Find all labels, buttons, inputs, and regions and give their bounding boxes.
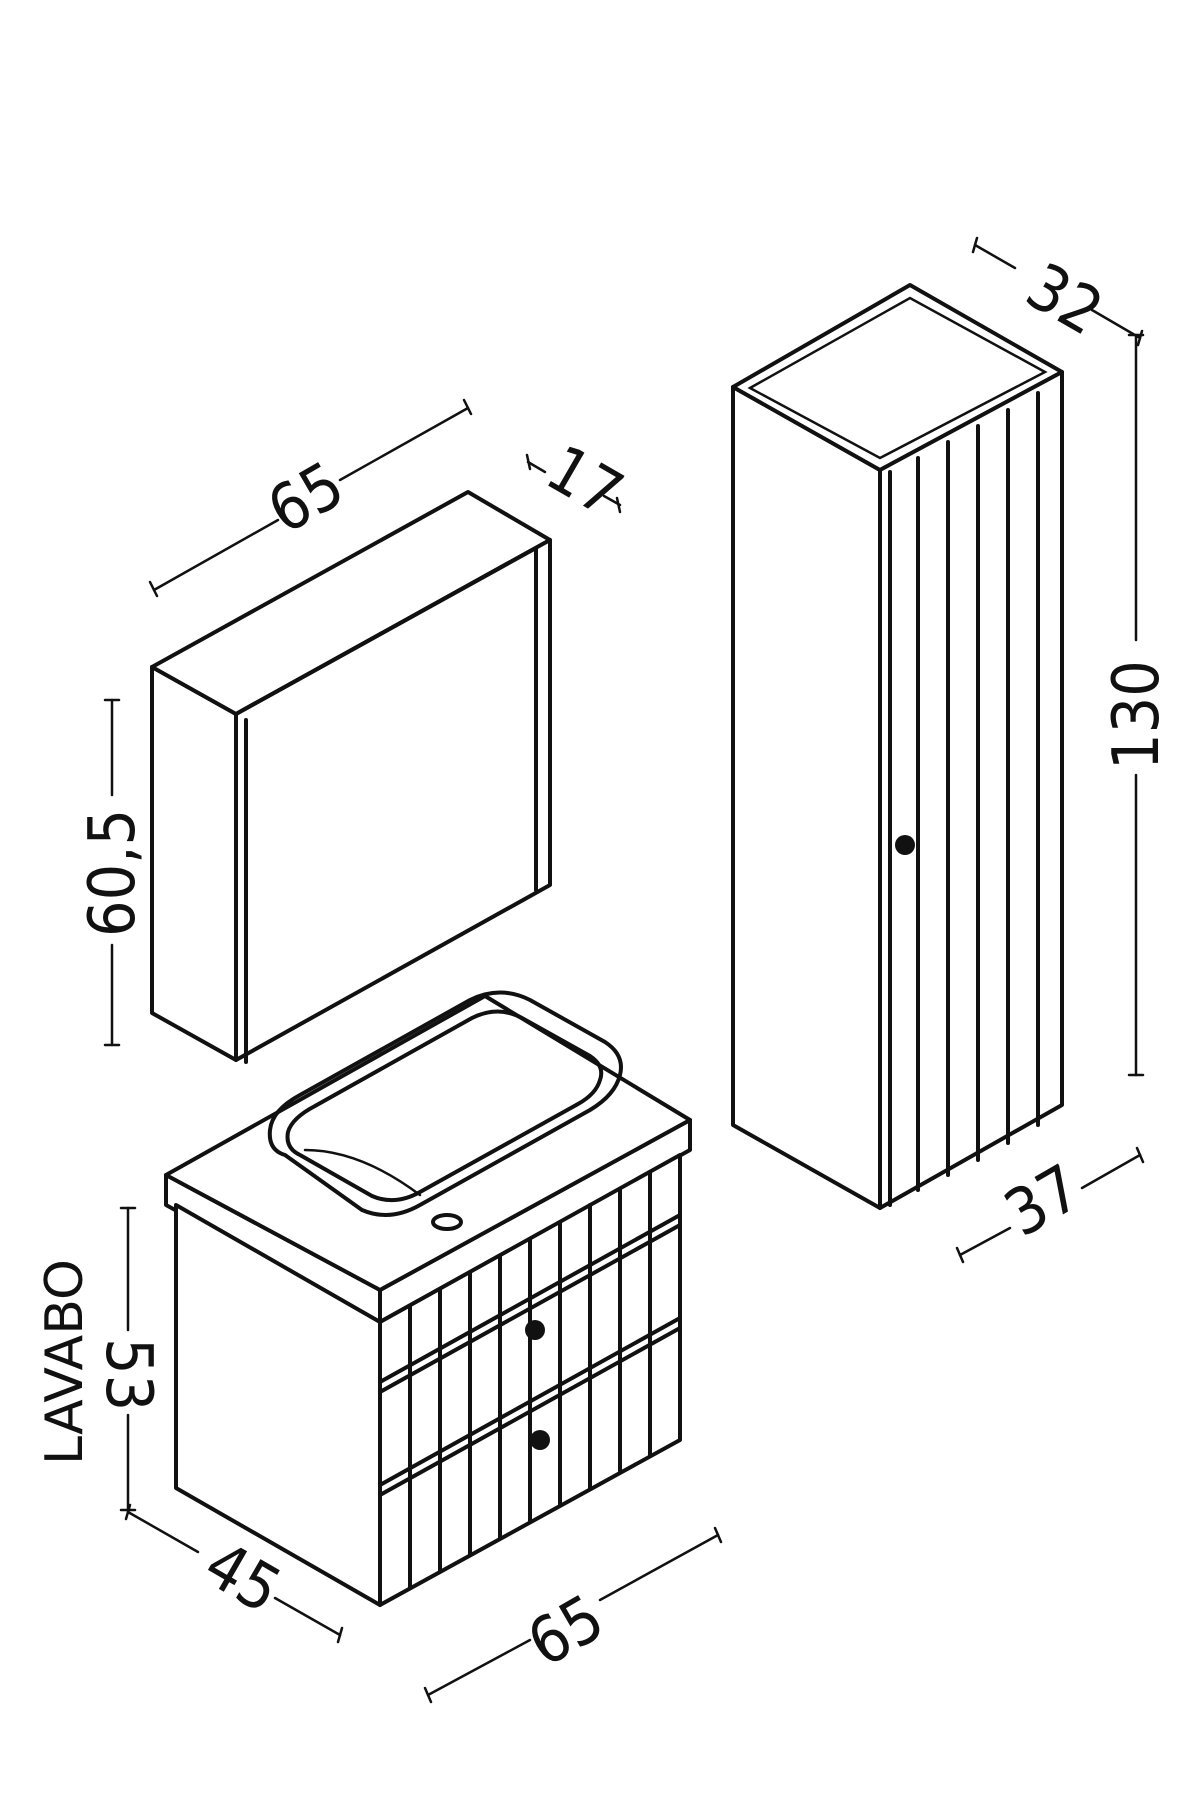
tall-width-dimension: 37	[955, 1146, 1145, 1264]
tall-cabinet-flutes	[916, 391, 1040, 1192]
mirror-depth-label: 17	[534, 432, 634, 533]
mirror-depth-dimension: 17	[525, 432, 634, 533]
tall-cabinet-front	[878, 370, 1064, 1210]
tall-width-label: 37	[993, 1151, 1093, 1252]
mirror-height-dimension: 60,5	[76, 698, 150, 1047]
tall-cabinet	[731, 283, 1064, 1210]
vanity-height-dimension: 53	[91, 1206, 165, 1512]
tall-cabinet-top-rim	[747, 296, 1048, 460]
tall-height-dimension: 130	[1100, 333, 1174, 1077]
lower-drawer-knob-icon	[530, 1430, 550, 1450]
countertop-top	[164, 994, 692, 1292]
drain-icon	[431, 1213, 463, 1231]
basin-outer	[267, 990, 623, 1217]
mirror-cabinet	[150, 490, 552, 1064]
mirror-cabinet-side	[150, 665, 238, 1062]
tall-cabinet-knob-icon	[895, 835, 915, 855]
basin-inner	[285, 1009, 604, 1203]
mirror-door-top-edge	[234, 546, 538, 716]
vanity-width-label: 65	[516, 1581, 616, 1682]
mirror-height-label: 60,5	[76, 809, 150, 937]
vanity-unit	[164, 990, 692, 1607]
vanity-height-label: 53	[91, 1338, 165, 1411]
basin-contour	[303, 1148, 422, 1197]
tall-cabinet-side	[731, 385, 882, 1210]
tall-depth-label: 32	[1014, 250, 1114, 351]
upper-drawer-knob-icon	[525, 1320, 545, 1340]
lavabo-label: LAVABO	[35, 1259, 95, 1465]
tall-height-label: 130	[1100, 660, 1174, 770]
mirror-width-label: 65	[256, 448, 356, 549]
vanity-flutes	[408, 1170, 652, 1590]
